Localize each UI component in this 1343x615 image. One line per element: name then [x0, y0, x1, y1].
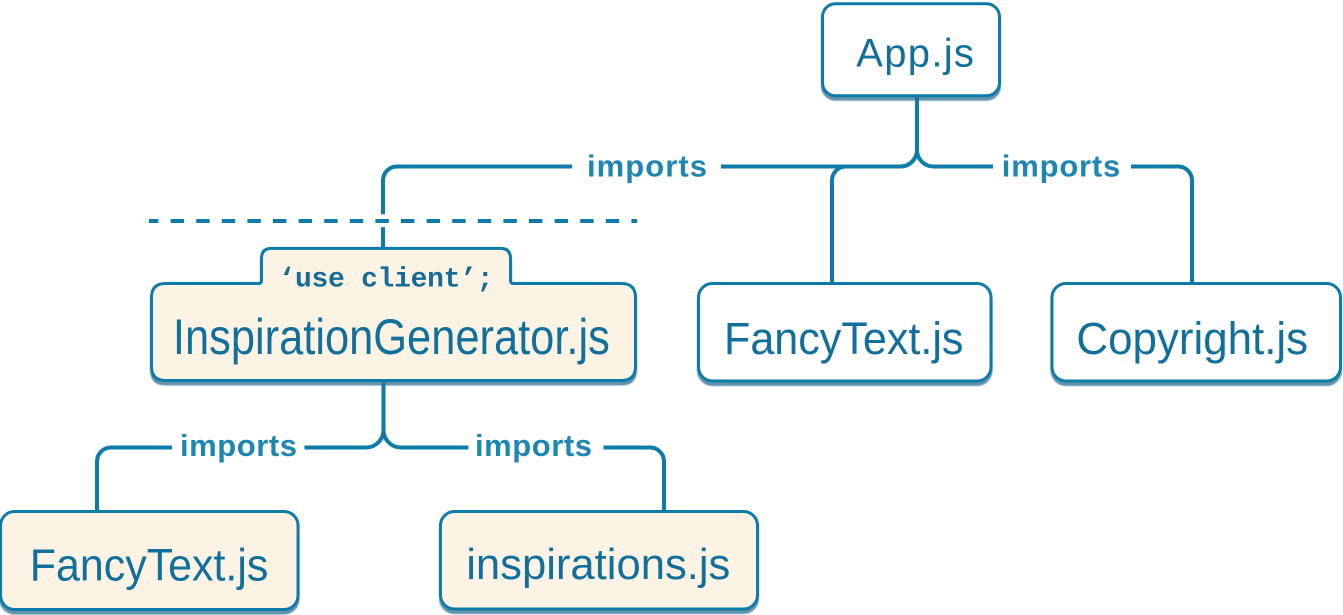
svg-text:inspirations.js: inspirations.js: [466, 540, 730, 589]
svg-text:App.js: App.js: [856, 31, 974, 75]
svg-text:‘use client’;: ‘use client’;: [279, 265, 494, 296]
svg-text:InspirationGenerator.js: InspirationGenerator.js: [173, 309, 610, 365]
svg-text:FancyText.js: FancyText.js: [724, 314, 963, 364]
svg-text:imports: imports: [587, 148, 707, 183]
svg-text:Copyright.js: Copyright.js: [1076, 315, 1308, 365]
svg-text:FancyText.js: FancyText.js: [30, 541, 269, 591]
svg-text:imports: imports: [1002, 148, 1121, 183]
svg-text:imports: imports: [475, 428, 592, 463]
svg-text:imports: imports: [180, 428, 297, 463]
